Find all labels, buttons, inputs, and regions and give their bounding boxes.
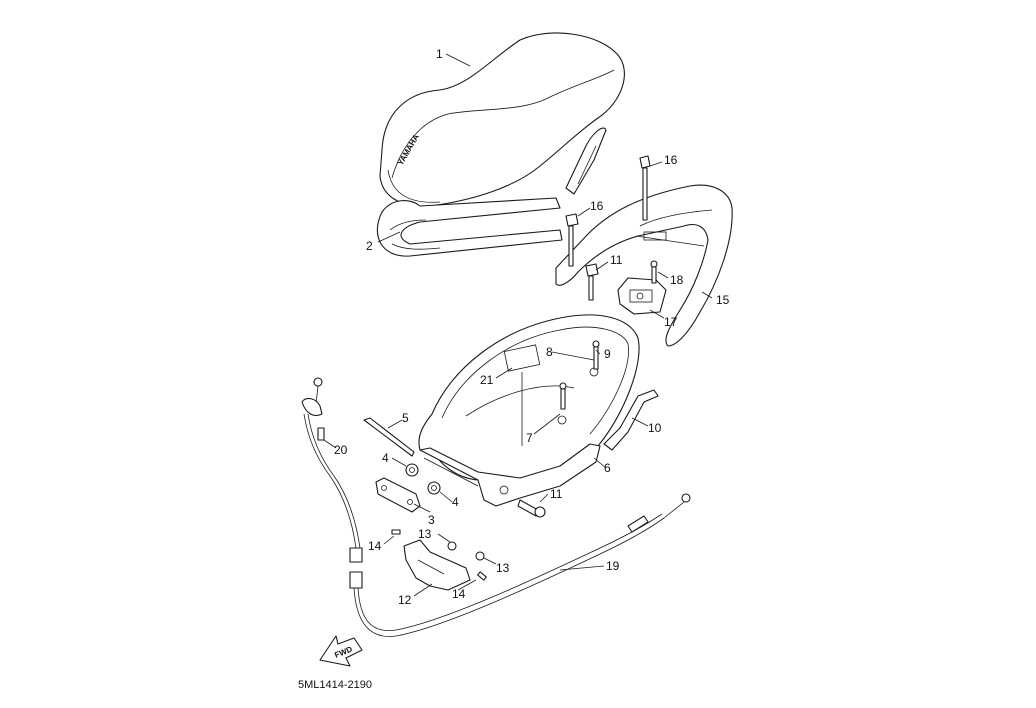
callout-12: 12: [398, 593, 412, 607]
callout-6: 6: [604, 461, 611, 475]
callout-8: 8: [546, 345, 553, 359]
nut-13a: [447, 541, 457, 551]
seat: YAMAHA: [379, 32, 625, 207]
bolt-16b: [565, 213, 579, 267]
callout-16b: 16: [590, 199, 604, 213]
callout-13b: 13: [496, 561, 510, 575]
callout-20: 20: [334, 443, 348, 457]
lock-stay-12: [403, 539, 471, 591]
callout-5: 5: [402, 411, 409, 425]
callout-13a: 13: [418, 527, 432, 541]
callout-18: 18: [670, 273, 684, 287]
storage-box: [418, 314, 640, 507]
seat-lock-cable-20: [301, 377, 363, 563]
bolt-16a: [639, 155, 651, 221]
screw-14a: [391, 529, 401, 535]
bolt-11a: [585, 263, 599, 301]
callout-numbers: 1 2 3 4 4 5 6 7 8 9 10 11 11 12 13 13 14…: [334, 47, 730, 607]
callout-14b: 14: [452, 587, 466, 601]
callout-11a: 11: [610, 253, 623, 267]
strap: [603, 389, 659, 451]
screw-14b: [477, 571, 487, 581]
callout-11b: 11: [550, 487, 563, 501]
callout-10: 10: [648, 421, 662, 435]
callout-7: 7: [526, 431, 533, 445]
leader-lines: [323, 53, 713, 597]
grab-bar: [555, 184, 733, 347]
callout-4a: 4: [382, 451, 389, 465]
callout-1: 1: [436, 47, 443, 61]
seat-band: [376, 127, 607, 257]
long-bolt-5: [363, 417, 415, 457]
callout-17: 17: [664, 315, 678, 329]
callout-4b: 4: [452, 495, 459, 509]
callout-2: 2: [366, 239, 373, 253]
callout-9: 9: [604, 347, 611, 361]
bolt-11b: [517, 499, 546, 518]
callout-19: 19: [606, 559, 620, 573]
bolt-9: [592, 340, 600, 370]
diagram-code: 5ML1414-2190: [298, 679, 372, 691]
forward-arrow-icon: FWD: [319, 635, 363, 667]
callout-16a: 16: [664, 153, 678, 167]
screw-18: [650, 260, 658, 284]
seat-lock-cable-19: [349, 493, 691, 637]
nut-13b: [475, 551, 485, 561]
callout-21: 21: [480, 373, 494, 387]
callout-15: 15: [716, 293, 730, 307]
callout-3: 3: [428, 513, 435, 527]
collar-4a: [405, 463, 419, 477]
collar-4b: [427, 481, 441, 495]
bracket-3: [375, 477, 421, 513]
callout-14a: 14: [368, 539, 382, 553]
seat-lock: [617, 277, 667, 315]
bolt-7: [559, 382, 567, 410]
